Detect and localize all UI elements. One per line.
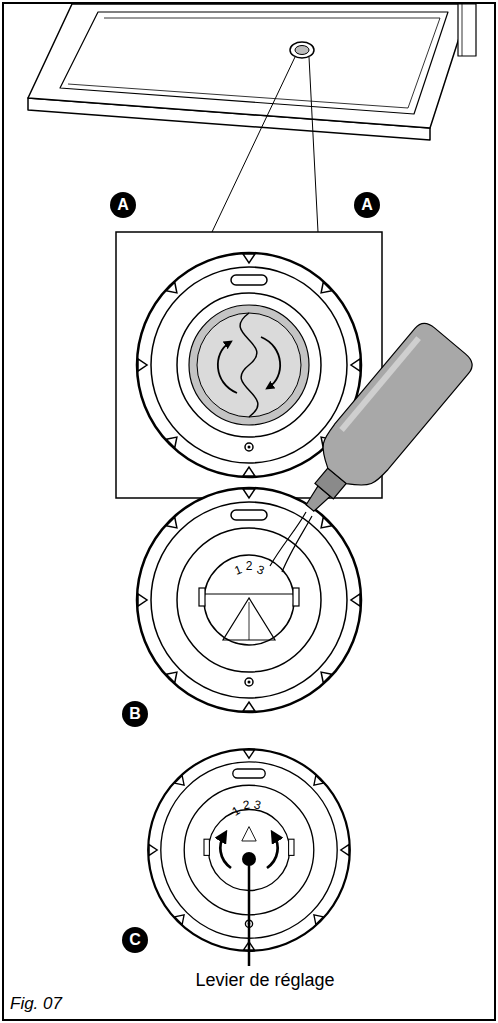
callout-text: C — [129, 932, 141, 948]
liquid-stream — [270, 512, 312, 572]
callout-letter: B — [122, 701, 148, 727]
part-label: Levier de réglage — [193, 971, 336, 991]
frame — [3, 3, 495, 1020]
lever-leader — [248, 859, 251, 966]
inset-leader — [212, 57, 318, 232]
callout-text: A — [361, 197, 373, 213]
callout-letter: A — [110, 192, 136, 218]
rinse-aid-bottle — [283, 319, 477, 531]
callout-text: B — [129, 706, 141, 722]
callout-letter: A — [354, 192, 380, 218]
callout-text: A — [117, 197, 129, 213]
callout-letter: C — [122, 927, 148, 953]
door — [28, 4, 476, 140]
dial-number: 2 — [246, 560, 253, 573]
dial-open — [137, 488, 361, 712]
dial-cap — [189, 305, 309, 425]
figure-caption: Fig. 07 — [10, 995, 62, 1014]
